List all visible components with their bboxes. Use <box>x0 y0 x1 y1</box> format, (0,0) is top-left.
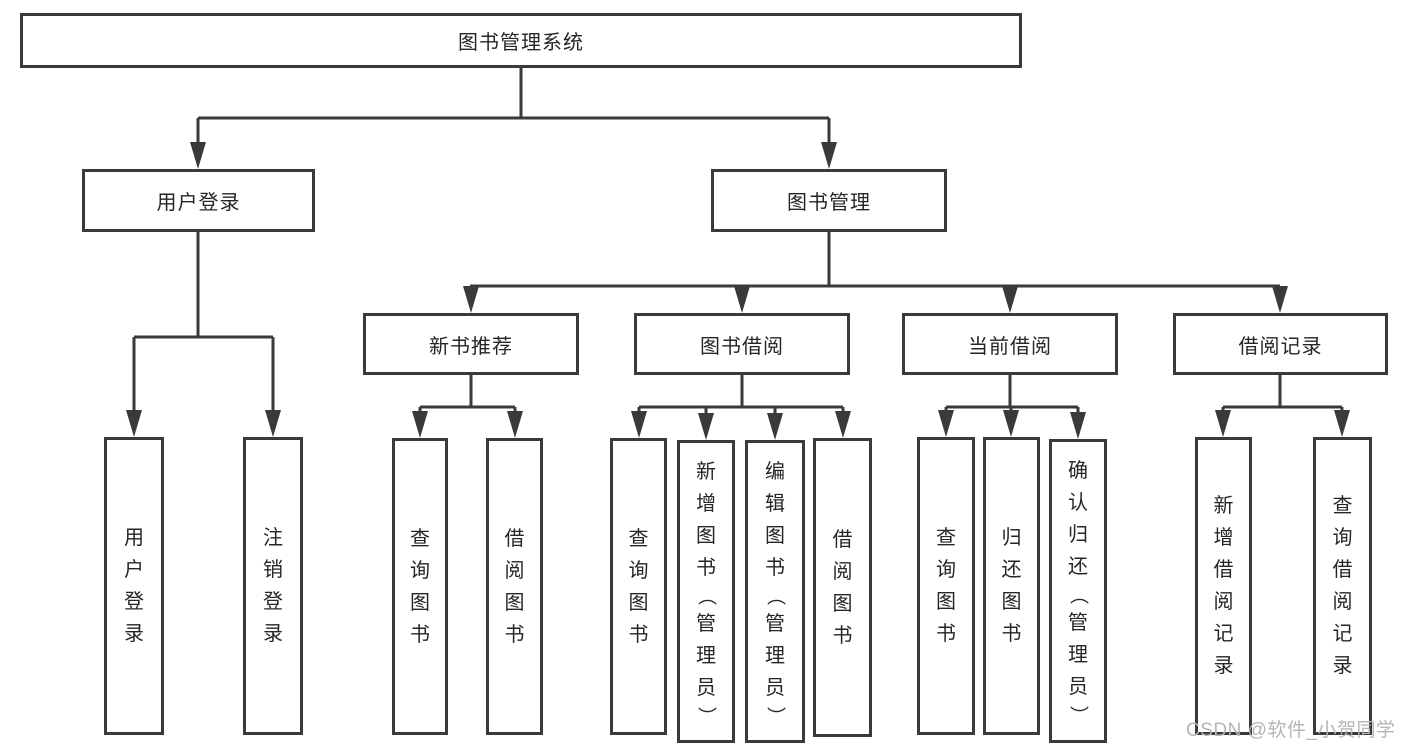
leaf-return-book: 归还图书 <box>983 437 1040 735</box>
node-label: 用户登录 <box>124 527 144 645</box>
arrow-down-icon <box>507 411 523 438</box>
arrow-down-icon <box>821 142 837 169</box>
node-label: 查询图书 <box>410 527 430 646</box>
node-label: 新书推荐 <box>429 335 513 358</box>
leaf-add-book-admin: 新增图书（管理员） <box>677 440 735 743</box>
arrowhead-icons <box>126 142 1350 440</box>
arrow-down-icon <box>412 411 428 438</box>
node-label: 图书借阅 <box>700 335 784 358</box>
node-label: 借阅图书 <box>832 528 853 647</box>
node-label: 查询借阅记录 <box>1332 495 1353 677</box>
node-label: 新增图书（管理员） <box>695 460 717 726</box>
arrow-down-icon <box>1272 286 1288 313</box>
node-label: 图书管理 <box>787 192 871 214</box>
leaf-edit-book-admin: 编辑图书（管理员） <box>745 440 805 743</box>
leaf-add-borrow-record: 新增借阅记录 <box>1195 437 1252 735</box>
node-label: 借阅记录 <box>1238 335 1323 358</box>
node-label: 新增借阅记录 <box>1213 495 1234 677</box>
arrow-down-icon <box>463 286 479 313</box>
node-user-login: 用户登录 <box>82 169 315 232</box>
arrow-down-icon <box>126 410 142 437</box>
node-label: 用户登录 <box>156 192 241 214</box>
arrow-down-icon <box>631 411 647 438</box>
csdn-watermark: CSDN @软件_小贺同学 <box>1186 720 1396 741</box>
edge-new-book <box>418 375 517 413</box>
leaf-borrow-book-recommend: 借阅图书 <box>486 438 543 735</box>
arrow-down-icon <box>835 411 851 438</box>
node-label: 查询图书 <box>936 527 956 645</box>
node-current-borrow: 当前借阅 <box>902 313 1118 375</box>
node-label: 归还图书 <box>1001 527 1022 645</box>
leaf-search-book-borrow: 查询图书 <box>610 438 667 735</box>
leaf-confirm-return-admin: 确认归还（管理员） <box>1049 439 1107 743</box>
node-label: 注销登录 <box>263 527 283 645</box>
edge-user-login <box>132 232 275 413</box>
node-label: 查询图书 <box>628 527 649 646</box>
arrow-down-icon <box>938 410 954 437</box>
node-book-borrow: 图书借阅 <box>634 313 850 375</box>
edge-current-borrow <box>944 375 1080 414</box>
leaf-search-book-current: 查询图书 <box>917 437 975 735</box>
node-book-management: 图书管理 <box>711 169 947 232</box>
node-label: 确认归还（管理员） <box>1067 460 1089 725</box>
edge-borrow-record <box>1221 375 1344 413</box>
arrow-down-icon <box>767 413 783 440</box>
edge-book-borrow <box>637 375 845 414</box>
node-borrow-record: 借阅记录 <box>1173 313 1388 375</box>
node-label: 借阅图书 <box>504 527 525 646</box>
node-label: 编辑图书（管理员） <box>764 460 786 726</box>
node-label: 当前借阅 <box>968 335 1052 358</box>
node-root-system: 图书管理系统 <box>20 13 1022 68</box>
arrow-down-icon <box>1003 410 1019 437</box>
leaf-borrow-book: 借阅图书 <box>813 438 872 737</box>
arrow-down-icon <box>265 410 281 437</box>
node-label: 图书管理系统 <box>458 32 584 54</box>
arrow-down-icon <box>1070 412 1086 439</box>
leaf-search-borrow-record: 查询借阅记录 <box>1313 437 1372 735</box>
leaf-search-book-recommend: 查询图书 <box>392 438 448 735</box>
edge-book-mgmt <box>469 232 1282 289</box>
arrow-down-icon <box>1215 410 1231 437</box>
node-new-book-recommend: 新书推荐 <box>363 313 579 375</box>
arrow-down-icon <box>698 413 714 440</box>
arrow-down-icon <box>190 142 206 169</box>
arrow-down-icon <box>1334 410 1350 437</box>
arrow-down-icon <box>734 286 750 313</box>
leaf-user-login: 用户登录 <box>104 437 164 735</box>
arrow-down-icon <box>1002 286 1018 313</box>
edge-root <box>196 68 831 146</box>
leaf-logout: 注销登录 <box>243 437 303 735</box>
